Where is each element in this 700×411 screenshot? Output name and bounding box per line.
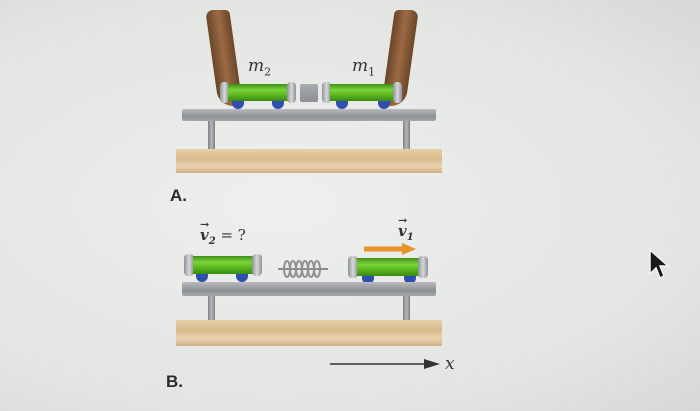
mouse-pointer-icon [649, 248, 670, 280]
panel-label-b: B. [166, 372, 183, 391]
wheel-icon [232, 101, 244, 109]
track-leg [403, 121, 410, 149]
track-leg [208, 296, 215, 320]
x-axis-label: x [445, 354, 455, 374]
wheel-icon [378, 101, 390, 109]
spring-icon [278, 260, 328, 278]
wheel-icon [272, 101, 284, 109]
cart-m1 [322, 82, 402, 109]
wheel-icon [362, 276, 374, 284]
panel-label-a: A. [170, 186, 187, 205]
x-axis-arrow-icon [330, 359, 440, 369]
wheel-icon [336, 101, 348, 109]
mass-label-m2: m2 [248, 56, 272, 79]
cart-m1-b [348, 256, 428, 284]
velocity-arrow-icon [364, 243, 416, 255]
velocity-label-v2: → v2 = ? [200, 218, 246, 247]
cart-m2-b [184, 254, 262, 282]
track-b [182, 282, 436, 296]
wheel-icon [236, 274, 248, 282]
track-a [182, 109, 436, 121]
mass-label-m1: m1 [352, 56, 376, 79]
track-leg [208, 121, 215, 149]
wheel-icon [196, 274, 208, 282]
floor-b [176, 320, 442, 346]
wheel-icon [404, 276, 416, 284]
cart-m2 [220, 82, 296, 109]
track-leg [403, 296, 410, 322]
velocity-label-v1: → v1 [398, 214, 414, 243]
floor-a [176, 149, 442, 173]
compressed-spring [300, 84, 318, 102]
